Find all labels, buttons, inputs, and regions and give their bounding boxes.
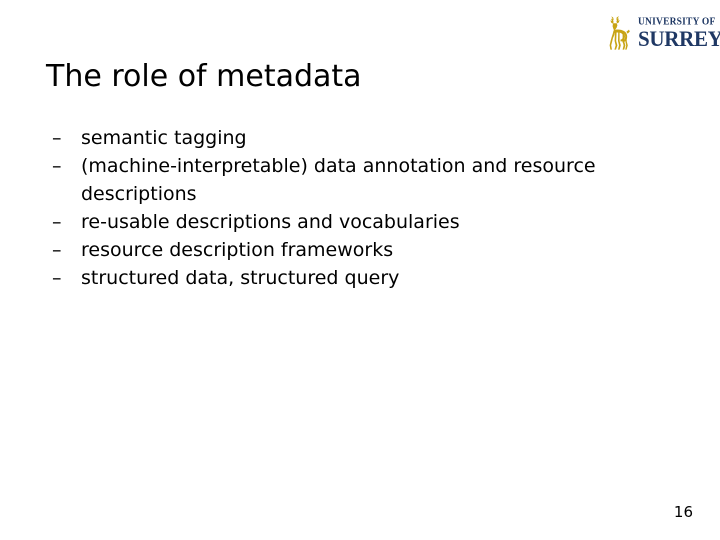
university-of-surrey-logo: UNIVERSITY OF SURREY <box>604 13 720 53</box>
logo-line-surrey: SURREY <box>638 26 720 52</box>
bullet-text: structured data, structured query <box>81 267 400 289</box>
bullet-item: – re-usable descriptions and vocabularie… <box>47 208 667 236</box>
bullet-dash-icon: – <box>52 239 62 261</box>
bullet-dash-icon: – <box>52 155 62 177</box>
bullet-item: – structured data, structured query <box>47 264 667 292</box>
bullet-text: re-usable descriptions and vocabularies <box>81 211 460 233</box>
logo-line-university-of: UNIVERSITY OF <box>638 16 716 28</box>
bullet-text: resource description frameworks <box>81 239 394 261</box>
bullet-text: (machine-interpretable) data annotation … <box>81 155 596 205</box>
bullet-item: – (machine-interpretable) data annotatio… <box>47 152 667 208</box>
bullet-item: – resource description frameworks <box>47 236 667 264</box>
page-number: 16 <box>673 503 693 521</box>
logo-wordmark: UNIVERSITY OF SURREY <box>638 17 720 50</box>
bullet-list: – semantic tagging – (machine-interpreta… <box>47 124 667 292</box>
bullet-dash-icon: – <box>52 127 62 149</box>
bullet-dash-icon: – <box>52 267 62 289</box>
bullet-item: – semantic tagging <box>47 124 667 152</box>
slide-title: The role of metadata <box>46 59 362 95</box>
bullet-text: semantic tagging <box>81 127 247 149</box>
stag-icon <box>609 16 630 50</box>
bullet-dash-icon: – <box>52 211 62 233</box>
